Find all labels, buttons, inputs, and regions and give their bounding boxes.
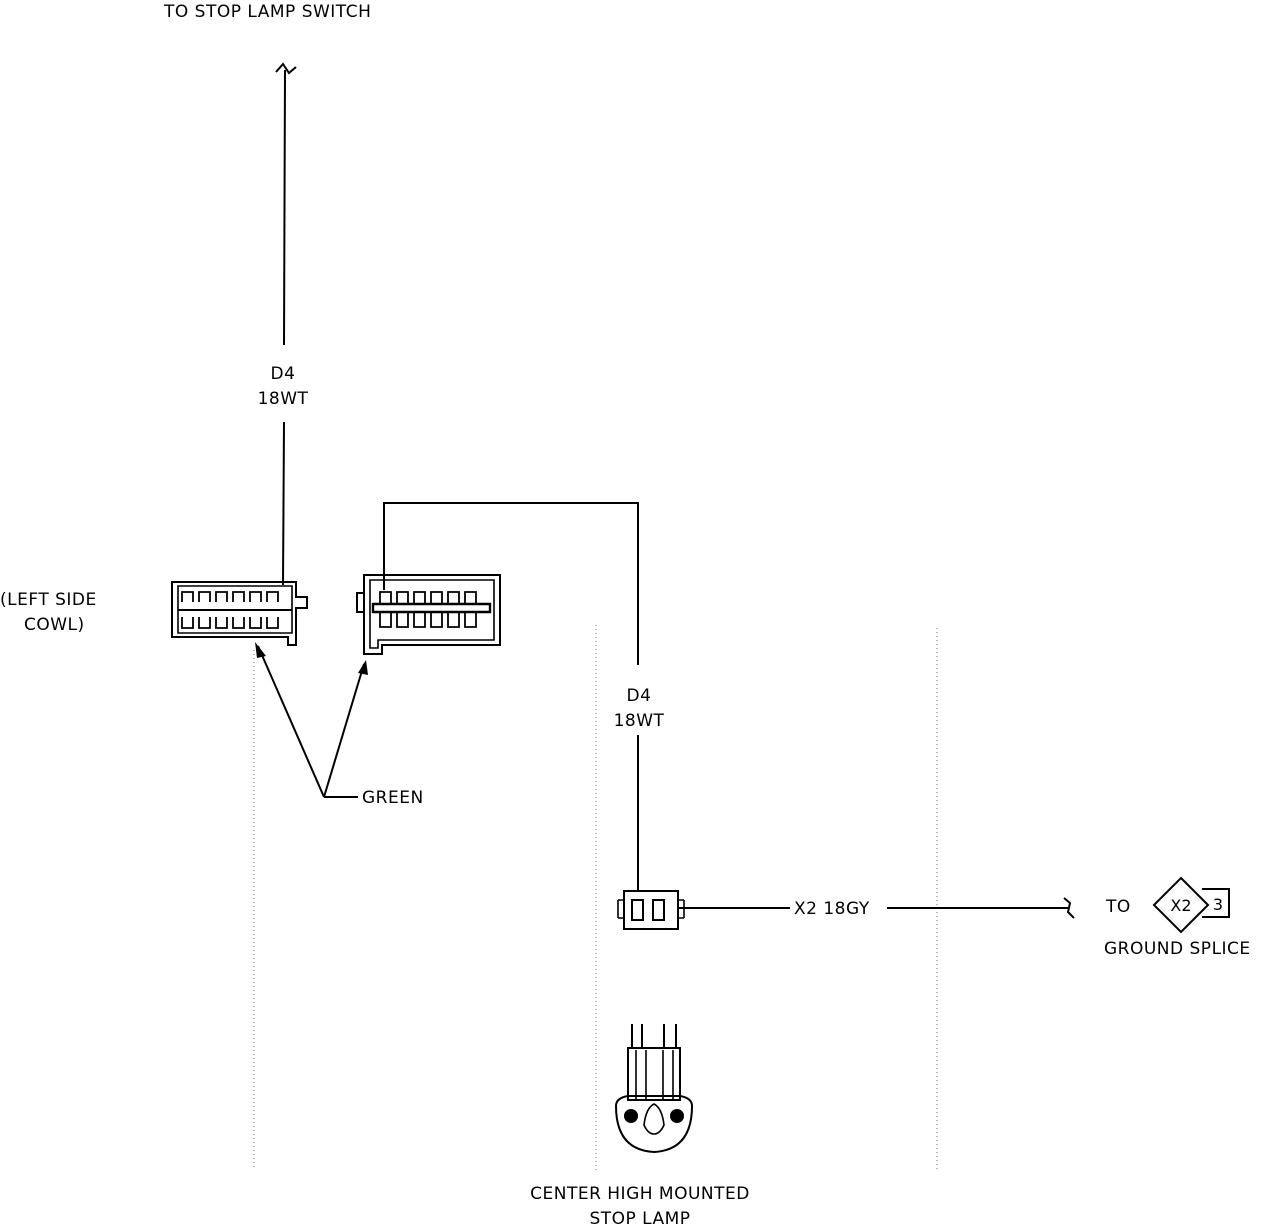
lamp-line2: STOP LAMP bbox=[589, 1208, 691, 1229]
green-leader-arrows bbox=[257, 645, 365, 798]
wire-break-symbol-ground bbox=[1063, 897, 1075, 919]
label-left-side-cowl: (LEFT SIDE COWL) bbox=[0, 588, 97, 637]
arrowhead-left-connector bbox=[255, 642, 266, 658]
label-wire-lower: D4 18WT bbox=[606, 684, 672, 733]
arrowhead-right-connector bbox=[358, 660, 368, 675]
guide-lines bbox=[253, 625, 938, 1170]
connector-stop-lamp bbox=[617, 890, 685, 930]
left-side-cowl-line1: (LEFT SIDE bbox=[0, 590, 97, 610]
label-to: TO bbox=[1106, 897, 1131, 917]
bulb-contact-right bbox=[670, 1109, 684, 1123]
lamp-line1: CENTER HIGH MOUNTED bbox=[530, 1184, 750, 1204]
left-side-cowl-line2: COWL) bbox=[24, 614, 85, 635]
splice-pin-text: 3 bbox=[1213, 895, 1223, 914]
wire-upper-gauge: 18WT bbox=[257, 388, 309, 409]
label-ground-splice: GROUND SPLICE bbox=[1104, 939, 1251, 959]
label-stop-lamp: CENTER HIGH MOUNTED STOP LAMP bbox=[500, 1182, 780, 1231]
wire-lower-gauge: 18WT bbox=[613, 710, 665, 731]
label-stop-lamp-switch: TO STOP LAMP SWITCH bbox=[164, 2, 372, 22]
wire-d4-upper-bottom bbox=[282, 421, 285, 586]
connector-left-cowl bbox=[171, 581, 308, 646]
wire-lower-circuit: D4 bbox=[626, 686, 652, 706]
connector-right-mating bbox=[356, 574, 501, 655]
wire-d4-lower-top bbox=[383, 502, 639, 665]
bulb-contact-left bbox=[624, 1109, 638, 1123]
label-wire-ground: X2 18GY bbox=[794, 899, 870, 919]
label-wire-upper: D4 18WT bbox=[250, 362, 316, 411]
ground-splice-symbol bbox=[1152, 876, 1230, 934]
wire-break-symbol-top bbox=[275, 62, 297, 75]
splice-id-text: X2 bbox=[1170, 896, 1191, 915]
label-green: GREEN bbox=[362, 788, 424, 808]
wire-d4-upper-top bbox=[283, 69, 286, 346]
wire-upper-circuit: D4 bbox=[270, 364, 296, 384]
stop-lamp-bulb-icon bbox=[614, 1024, 694, 1154]
